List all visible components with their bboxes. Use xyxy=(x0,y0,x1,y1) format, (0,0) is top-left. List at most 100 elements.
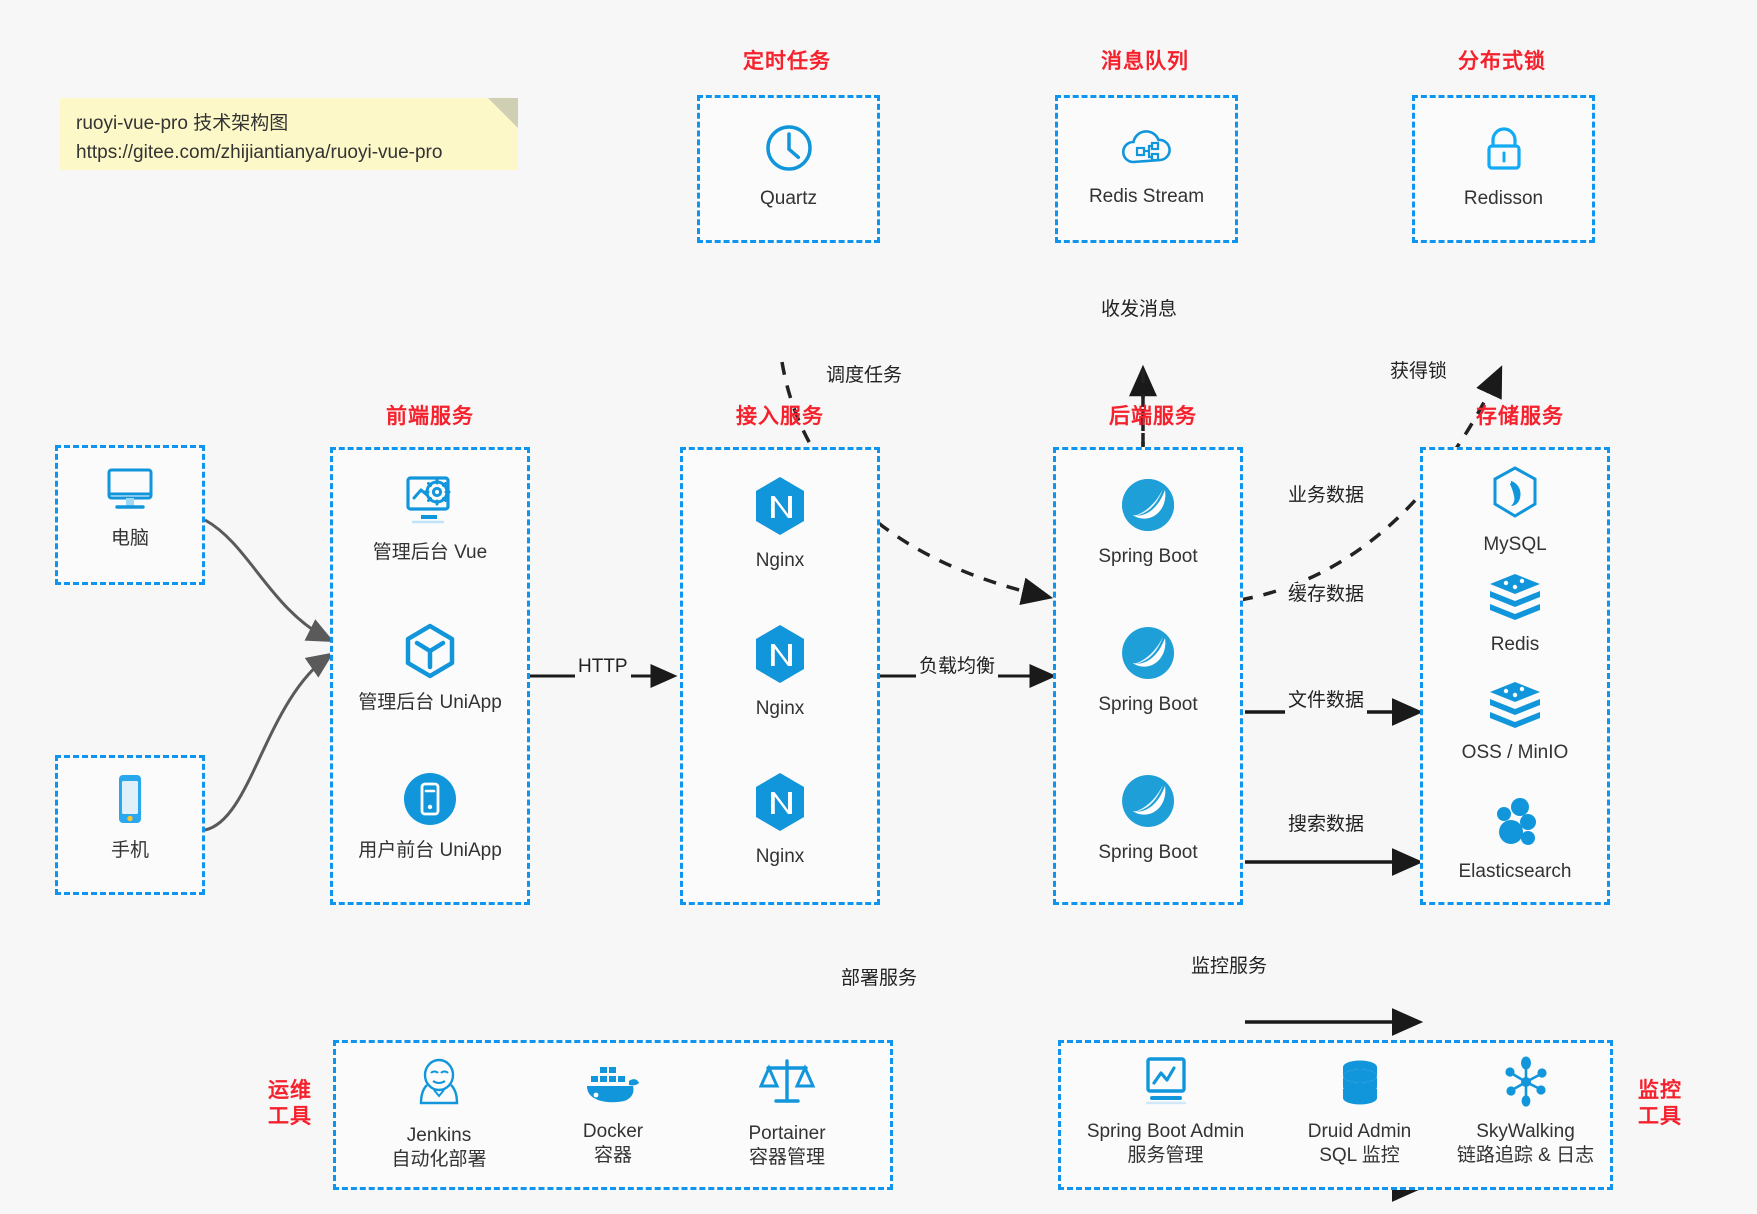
clock-icon xyxy=(761,120,817,181)
node-label: 电脑 xyxy=(110,528,149,549)
note-line-url: https://gitee.com/zhijiantianya/ruoyi-vu… xyxy=(76,141,443,163)
node-nginx-1[interactable]: Nginx xyxy=(683,474,877,573)
group-distributed-lock: Redisson xyxy=(1412,95,1595,243)
desktop-icon xyxy=(101,464,159,521)
group-title-backend: 后端服务 xyxy=(1109,405,1197,428)
group-client-mobile: 手机 xyxy=(55,755,205,895)
node-oss-minio[interactable]: OSS / MinIO xyxy=(1423,680,1607,765)
group-title-gateway: 接入服务 xyxy=(736,405,824,428)
group-title-monitoring: 监控 工具 xyxy=(1625,1078,1695,1129)
node-label: Spring Boot xyxy=(1098,694,1198,715)
node-spring-boot-admin[interactable]: Spring Boot Admin 服务管理 xyxy=(891,1055,1440,1168)
mobile-app-icon xyxy=(401,770,459,833)
note-fold-corner xyxy=(488,98,518,128)
node-admin-vue[interactable]: 管理后台 Vue xyxy=(333,474,527,565)
node-skywalking[interactable]: SkyWalking 链路追踪 & 日志 xyxy=(1251,1055,1757,1168)
node-label: SkyWalking xyxy=(1476,1121,1575,1142)
mysql-icon xyxy=(1488,464,1542,527)
node-label: Portainer xyxy=(748,1123,826,1144)
node-label: 手机 xyxy=(110,840,149,861)
node-label: Quartz xyxy=(759,188,818,209)
node-spring-boot-2[interactable]: Spring Boot xyxy=(1056,624,1240,717)
node-redisson[interactable]: Redisson xyxy=(1415,122,1592,211)
node-label: Jenkins xyxy=(406,1125,472,1146)
node-label: Druid Admin xyxy=(1307,1121,1412,1142)
skywalking-icon xyxy=(1498,1055,1554,1114)
group-gateway: Nginx Nginx Nginx xyxy=(680,447,880,905)
monitor-chart-icon xyxy=(1136,1055,1196,1114)
edge-label-monitor-service: 监控服务 xyxy=(1188,955,1271,980)
minio-icon xyxy=(1486,680,1544,735)
node-admin-uniapp[interactable]: 管理后台 UniApp xyxy=(333,622,527,715)
node-spring-boot-1[interactable]: Spring Boot xyxy=(1056,476,1240,569)
edge-label-http: HTTP xyxy=(575,655,631,680)
node-label: Nginx xyxy=(755,846,805,867)
group-title-storage: 存储服务 xyxy=(1476,405,1564,428)
node-redis[interactable]: Redis xyxy=(1423,572,1607,657)
group-storage: MySQL Redis xyxy=(1420,447,1610,905)
node-label: 管理后台 Vue xyxy=(372,542,488,563)
elasticsearch-icon xyxy=(1487,795,1543,854)
node-quartz[interactable]: Quartz xyxy=(700,120,877,211)
edge-label-file-data: 文件数据 xyxy=(1285,689,1368,714)
spring-boot-icon xyxy=(1119,624,1177,687)
scales-icon xyxy=(758,1055,816,1116)
node-nginx-2[interactable]: Nginx xyxy=(683,622,877,721)
edge-label-load-balance: 负载均衡 xyxy=(916,655,999,680)
node-mobile[interactable]: 手机 xyxy=(58,772,202,863)
node-sublabel: 容器 xyxy=(593,1144,632,1166)
node-label: Spring Boot Admin xyxy=(1086,1121,1245,1142)
note-line-title: ruoyi-vue-pro 技术架构图 xyxy=(76,113,289,134)
spring-boot-icon xyxy=(1119,476,1177,539)
node-sublabel: SQL 监控 xyxy=(1319,1144,1400,1166)
devops-title-line1: 运维 xyxy=(268,1079,312,1102)
nginx-icon xyxy=(750,770,810,839)
node-portainer[interactable]: Portainer 容器管理 xyxy=(510,1055,1064,1170)
edge-label-send-receive-message: 收发消息 xyxy=(1098,298,1181,323)
node-elasticsearch[interactable]: Elasticsearch xyxy=(1423,795,1607,884)
node-druid-admin[interactable]: Druid Admin SQL 监控 xyxy=(1085,1059,1634,1168)
group-frontend: 管理后台 Vue 管理后台 UniApp 用户前台 UniApp xyxy=(330,447,530,905)
node-label: Redisson xyxy=(1463,188,1544,209)
node-mysql[interactable]: MySQL xyxy=(1423,464,1607,557)
node-redis-stream[interactable]: Redis Stream xyxy=(1058,124,1235,209)
spring-boot-icon xyxy=(1119,772,1177,835)
edge-label-cache-data: 缓存数据 xyxy=(1285,583,1368,608)
node-label: Nginx xyxy=(755,550,805,571)
node-label: Spring Boot xyxy=(1098,842,1198,863)
sticky-note: ruoyi-vue-pro 技术架构图 https://gitee.com/zh… xyxy=(60,98,518,170)
nginx-icon xyxy=(750,622,810,691)
node-docker[interactable]: Docker 容器 xyxy=(336,1059,890,1168)
node-jenkins[interactable]: Jenkins 自动化部署 xyxy=(162,1055,716,1172)
group-devops: Jenkins 自动化部署 Docker 容器 xyxy=(333,1040,893,1190)
redis-icon xyxy=(1486,572,1544,627)
edge-label-deploy-service: 部署服务 xyxy=(838,967,921,992)
node-label: MySQL xyxy=(1483,534,1547,555)
devops-title-line2: 工具 xyxy=(268,1104,312,1128)
group-scheduled-task: Quartz xyxy=(697,95,880,243)
cube-icon xyxy=(401,622,459,685)
node-sublabel: 服务管理 xyxy=(1127,1144,1204,1166)
phone-icon xyxy=(110,772,150,833)
node-label: OSS / MinIO xyxy=(1461,742,1569,763)
node-label: Docker xyxy=(582,1121,644,1142)
node-label: Spring Boot xyxy=(1098,546,1198,567)
node-label: Redis Stream xyxy=(1088,186,1205,207)
node-user-uniapp[interactable]: 用户前台 UniApp xyxy=(333,770,527,863)
node-spring-boot-3[interactable]: Spring Boot xyxy=(1056,772,1240,865)
node-label: Nginx xyxy=(755,698,805,719)
node-sublabel: 链路追踪 & 日志 xyxy=(1456,1144,1595,1166)
group-backend: Spring Boot Spring Boot Spring Boot xyxy=(1053,447,1243,905)
edge-label-business-data: 业务数据 xyxy=(1285,484,1368,509)
jenkins-icon xyxy=(410,1055,468,1118)
group-title-scheduled-task: 定时任务 xyxy=(743,50,831,73)
node-pc[interactable]: 电脑 xyxy=(58,464,202,551)
node-label: 用户前台 UniApp xyxy=(358,840,502,861)
group-client-pc: 电脑 xyxy=(55,445,205,585)
group-title-message-queue: 消息队列 xyxy=(1101,50,1189,73)
node-nginx-3[interactable]: Nginx xyxy=(683,770,877,869)
docker-icon xyxy=(582,1059,644,1114)
edge-label-acquire-lock: 获得锁 xyxy=(1387,360,1451,385)
lock-icon xyxy=(1478,122,1530,181)
